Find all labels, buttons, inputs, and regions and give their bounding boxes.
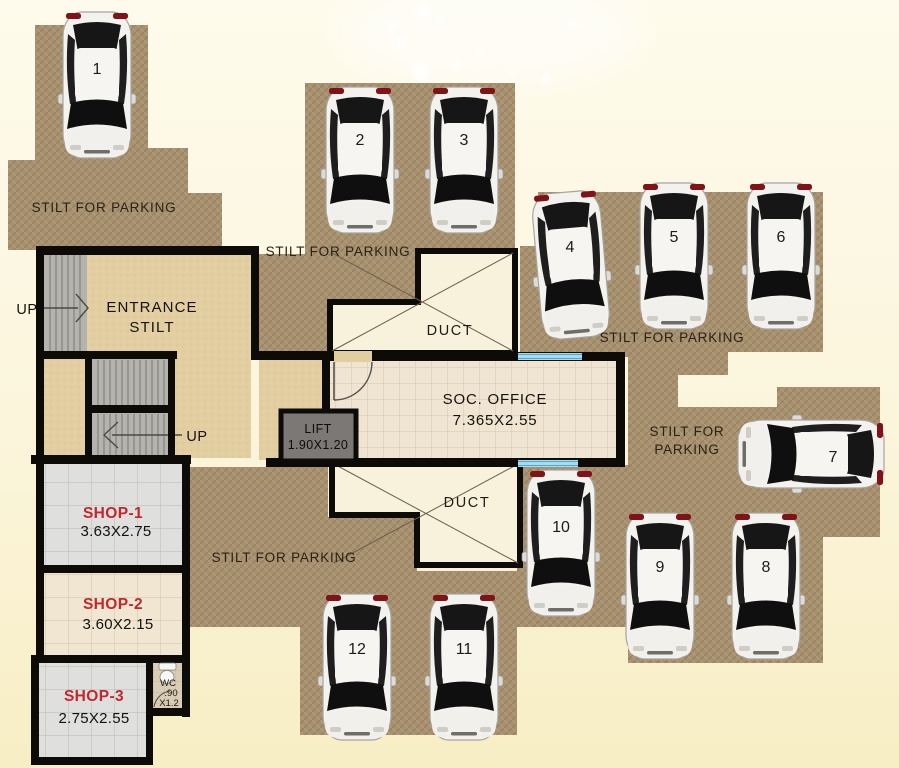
staircase-middle: [92, 359, 182, 458]
window-bottom: [518, 460, 578, 467]
shop-3-name: SHOP-3: [64, 688, 124, 705]
lift: LIFT 1.90X1.20: [278, 408, 359, 464]
car-12-number: 12: [348, 641, 366, 658]
entrance-label-line1: ENTRANCE: [106, 299, 197, 316]
car-10: 10: [522, 470, 600, 616]
office-door: [333, 351, 373, 401]
shop-2: SHOP-2 3.60X2.15: [44, 573, 182, 655]
lift-size-label: 1.90X1.20: [288, 438, 349, 452]
car-2: 2: [321, 87, 399, 233]
car-3-number: 3: [460, 132, 469, 149]
wc-size-label-2: X1.2: [159, 698, 179, 709]
duct-top-label: DUCT: [427, 323, 474, 339]
office-windows: [518, 353, 582, 467]
office-label: SOC. OFFICE: [443, 391, 548, 408]
shop-3: SHOP-3 2.75X2.55: [39, 663, 146, 757]
wc-size-label-1: .90: [164, 688, 177, 699]
up-label-top: UP: [16, 302, 37, 318]
parking-label-bottom-mid: STILT FOR PARKING: [212, 550, 357, 565]
duct-bottom-label: DUCT: [444, 495, 491, 511]
car-6: 6: [742, 183, 820, 329]
car-11: 11: [425, 594, 503, 740]
car-5-number: 5: [670, 229, 679, 246]
window-top: [518, 353, 582, 360]
entrance-label-line2: STILT: [129, 319, 174, 336]
shop-2-name: SHOP-2: [83, 596, 143, 613]
car-9: 9: [621, 513, 699, 659]
car-3: 3: [425, 87, 503, 233]
shop-2-size: 3.60X2.15: [82, 616, 153, 633]
car-10-number: 10: [552, 519, 570, 536]
up-label-middle: UP: [186, 429, 207, 445]
car-8: 8: [727, 513, 805, 659]
car-1: 1: [58, 12, 136, 158]
car-9-number: 9: [656, 559, 665, 576]
car-2-number: 2: [356, 132, 365, 149]
car-11-number: 11: [456, 641, 473, 658]
car-4: 4: [526, 189, 616, 341]
shop-1-size: 3.63X2.75: [80, 523, 151, 540]
parking-label-right: STILT FOR PARKING: [600, 330, 745, 345]
society-office: SOC. OFFICE 7.365X2.55: [330, 358, 618, 460]
sparkle-glow-decoration: [340, 0, 640, 87]
wc-label: WC: [160, 678, 176, 689]
car-7-number: 7: [829, 449, 838, 466]
shop-1: SHOP-1 3.63X2.75: [44, 464, 182, 565]
car-8-number: 8: [762, 559, 771, 576]
car-12: 12: [318, 594, 396, 740]
parking-label-mid-right-line1: STILT FOR: [650, 424, 725, 439]
car-5: 5: [635, 183, 713, 329]
toilet-icon: [158, 662, 177, 671]
car-7: 7: [738, 415, 884, 493]
car-1-number: 1: [93, 61, 102, 78]
parking-label-top-left: STILT FOR PARKING: [32, 200, 177, 215]
walls: [31, 246, 625, 765]
car-4-number: 4: [566, 239, 575, 256]
shop-1-name: SHOP-1: [83, 505, 143, 522]
car-6-number: 6: [777, 229, 786, 246]
wc-room: WC .90 X1.2: [153, 662, 182, 709]
parking-label-top-mid: STILT FOR PARKING: [266, 244, 411, 259]
shop-3-size: 2.75X2.55: [58, 710, 129, 727]
parking-label-mid-right-line2: PARKING: [654, 442, 719, 457]
lift-label: LIFT: [304, 422, 331, 436]
staircase-top: [42, 252, 89, 352]
office-size-label: 7.365X2.55: [453, 412, 538, 429]
